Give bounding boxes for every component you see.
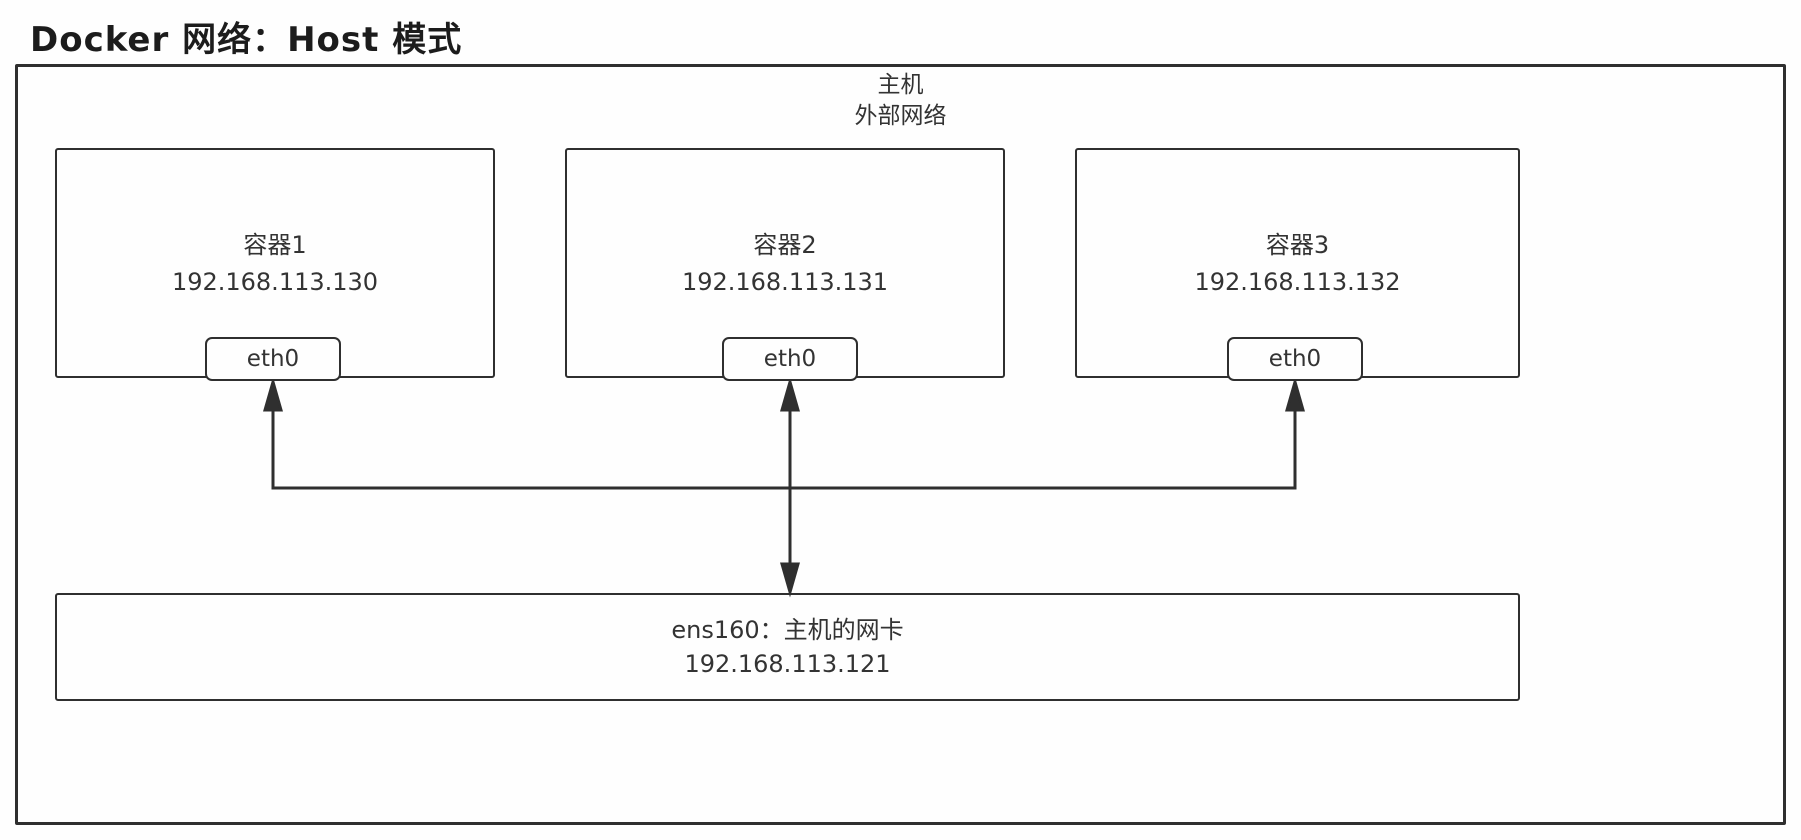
container-2-eth0-interface: eth0 [722, 337, 858, 381]
container-3-name: 容器3 [1265, 230, 1330, 259]
container-1-eth0-label: eth0 [246, 346, 300, 372]
host-nic-label: ens160：主机的网卡 [671, 616, 904, 644]
host-nic-ip: 192.168.113.121 [684, 650, 891, 678]
host-nic-box: ens160：主机的网卡 192.168.113.121 [55, 593, 1520, 701]
container-2-name: 容器2 [753, 230, 817, 259]
diagram-title: Docker 网络：Host 模式 [30, 20, 463, 60]
container-1-ip: 192.168.113.130 [171, 267, 379, 296]
host-label: 主机 外部网络 [0, 70, 1801, 132]
host-label-title: 主机 [877, 72, 924, 98]
container-2-eth0-label: eth0 [763, 346, 817, 372]
container-3-eth0-interface: eth0 [1227, 337, 1363, 381]
container-3-ip: 192.168.113.132 [1194, 267, 1401, 296]
host-label-subtitle: 外部网络 [854, 103, 947, 129]
host-boundary-box [15, 64, 1786, 825]
container-1-eth0-interface: eth0 [205, 337, 341, 381]
container-1-name: 容器1 [243, 230, 307, 259]
container-3-eth0-label: eth0 [1268, 346, 1322, 372]
container-2-ip: 192.168.113.131 [681, 267, 889, 296]
